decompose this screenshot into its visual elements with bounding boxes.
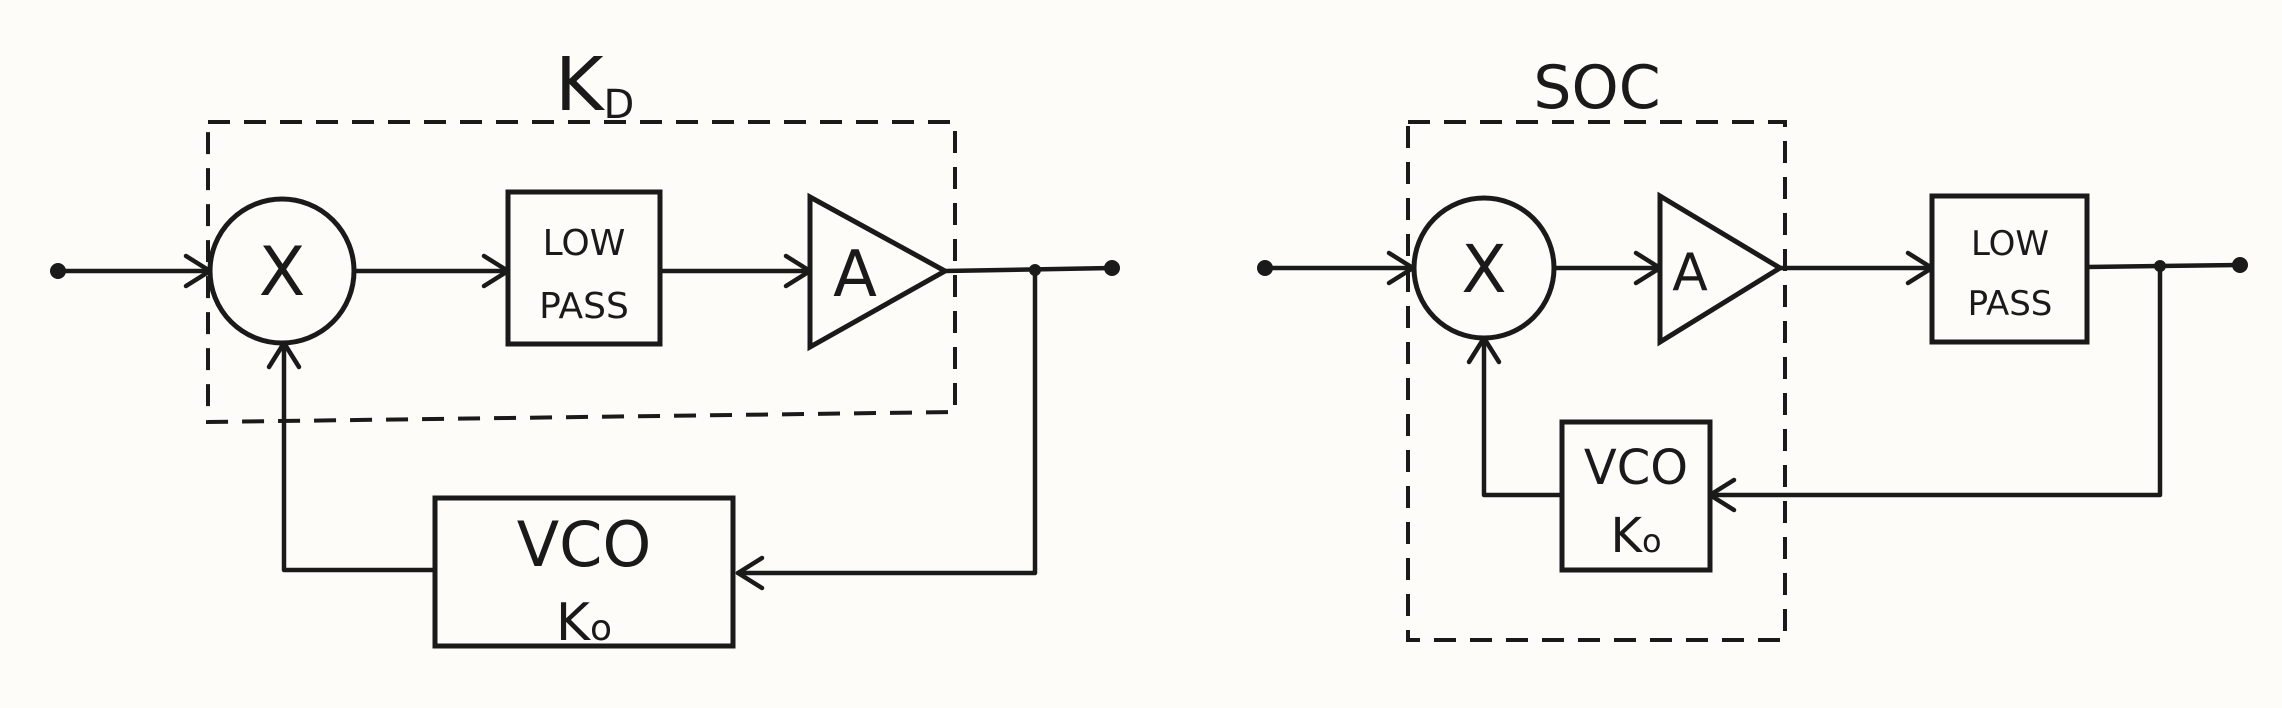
right-vco-to-mult-wire [1481,335,1565,498]
right-multiplier-symbol: X [1461,231,1506,308]
left-output-wire [942,265,1115,274]
right-vco-line1: VCO [1584,440,1688,496]
diagram-left: KD X LOW PASS A VCO Ko [50,42,1120,653]
left-lowpass-line1: LOW [543,223,626,264]
right-arrow-to-mult [1466,335,1502,365]
right-soc-dashed-boundary [1406,120,1787,642]
left-lowpass-block [505,189,663,347]
right-amplifier-triangle [1657,191,1785,347]
left-vco-block [432,495,736,649]
right-vco-block [1559,419,1713,573]
right-amplifier-label: A [1672,243,1708,303]
left-arrow-to-vco [735,555,765,591]
left-amplifier-triangle [807,192,951,352]
diagram-right: SOC X A LOW PASS VCO Ko [1257,53,2248,642]
right-lowpass-line2: PASS [1968,284,2053,324]
left-multiplier-symbol: X [259,233,306,312]
right-output-terminal [2232,257,2248,273]
left-kd-label: KD [555,42,634,128]
left-output-terminal [1104,260,1120,276]
right-vco-line2: Ko [1610,508,1661,564]
left-vco-line2: Ko [556,593,612,653]
left-vco-line1: VCO [517,508,652,581]
left-feedback-wire [735,267,1038,576]
left-lowpass-line2: PASS [539,286,629,327]
left-vco-to-mult-wire [281,340,438,573]
right-lowpass-line1: LOW [1971,224,2049,264]
right-feedback-wire [1707,263,2163,498]
left-kd-dashed-boundary [206,120,957,425]
right-soc-label: SOC [1533,53,1660,123]
left-arrow-to-mult [266,340,302,370]
left-amplifier-label: A [833,238,877,312]
right-lowpass-block [1929,193,2090,345]
